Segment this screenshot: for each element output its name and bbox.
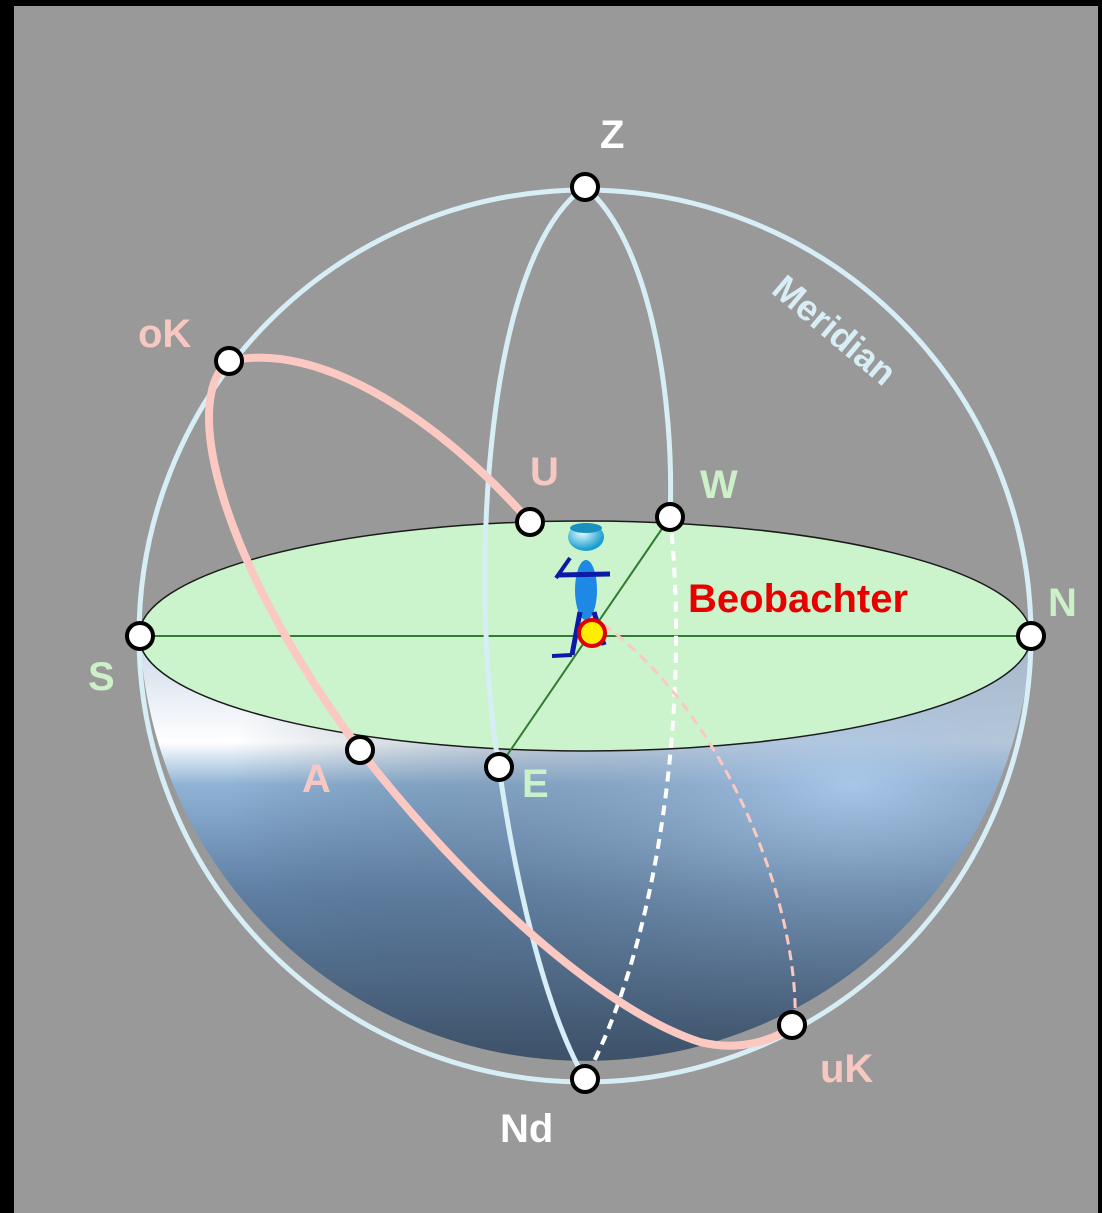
- label-rising: A: [302, 757, 331, 801]
- label-upper: U: [530, 450, 559, 494]
- prime-vertical-front: [583, 185, 674, 518]
- south-point: [125, 621, 155, 651]
- label-east: E: [522, 762, 549, 806]
- label-north: N: [1048, 581, 1077, 625]
- label-south: S: [88, 655, 115, 699]
- ecliptic-circle: [204, 357, 799, 1050]
- upper-point: [515, 507, 545, 537]
- label-upper-culmination: oK: [138, 312, 191, 356]
- lower-culmination-point: [777, 1010, 807, 1040]
- label-meridian: Meridian: [765, 267, 905, 394]
- prime-vertical-back: [583, 516, 679, 1080]
- prime-vertical-circle: [482, 184, 588, 1081]
- label-zenith: Z: [600, 113, 624, 157]
- ecliptic-back: [589, 613, 797, 1026]
- observer-figure: [551, 523, 611, 658]
- upper-culmination-point: [214, 346, 244, 376]
- zenith-point: [570, 172, 600, 202]
- label-observer: Beobachter: [688, 577, 908, 621]
- nadir-point: [570, 1064, 600, 1094]
- ecliptic-upper: [225, 353, 534, 526]
- label-lower-culmination: uK: [820, 1047, 873, 1091]
- point-markers: [125, 172, 1046, 1094]
- north-point: [1016, 621, 1046, 651]
- label-nadir: Nd: [500, 1107, 553, 1151]
- rising-point: [345, 735, 375, 765]
- label-west: W: [700, 463, 738, 507]
- west-point: [655, 502, 685, 532]
- east-point: [484, 752, 514, 782]
